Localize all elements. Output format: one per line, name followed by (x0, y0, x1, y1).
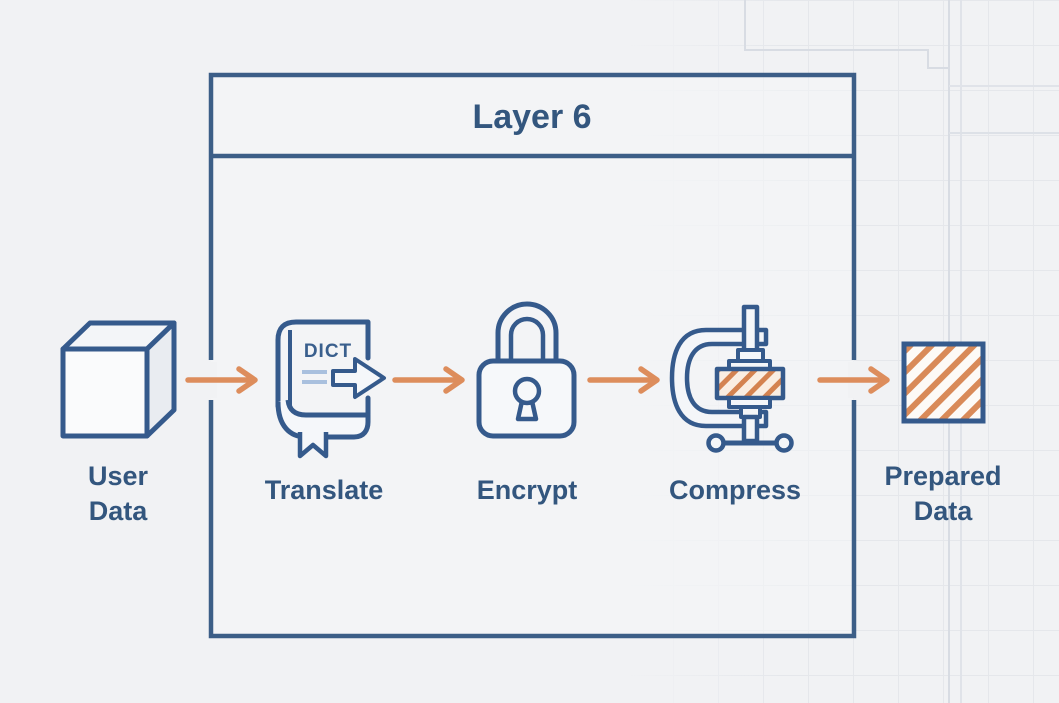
layer6-title: Layer 6 (472, 98, 592, 136)
dictionary-book-icon: DICT (275, 319, 386, 459)
flow-arrow-1 (185, 366, 258, 394)
hatched-square-icon (901, 341, 986, 424)
cube-icon (60, 320, 177, 439)
flow-arrow-4 (817, 366, 890, 394)
padlock-icon (476, 301, 577, 439)
flow-arrow-2 (392, 366, 465, 394)
clamp-compressed-block (714, 366, 786, 401)
flow-arrow-3 (587, 366, 660, 394)
translate-label: Translate (264, 475, 384, 505)
prepared-data-label: Prepared Data (884, 461, 1002, 526)
book-arrow-glyph (331, 357, 386, 399)
encrypt-label: Encrypt (476, 475, 578, 505)
book-cover-text: DICT (304, 341, 352, 362)
compress-label: Compress (668, 475, 802, 505)
flow-arrows (185, 366, 890, 394)
layer6-box (205, 72, 860, 639)
user-data-label: User Data (87, 461, 149, 526)
clamp-icon (669, 304, 794, 453)
